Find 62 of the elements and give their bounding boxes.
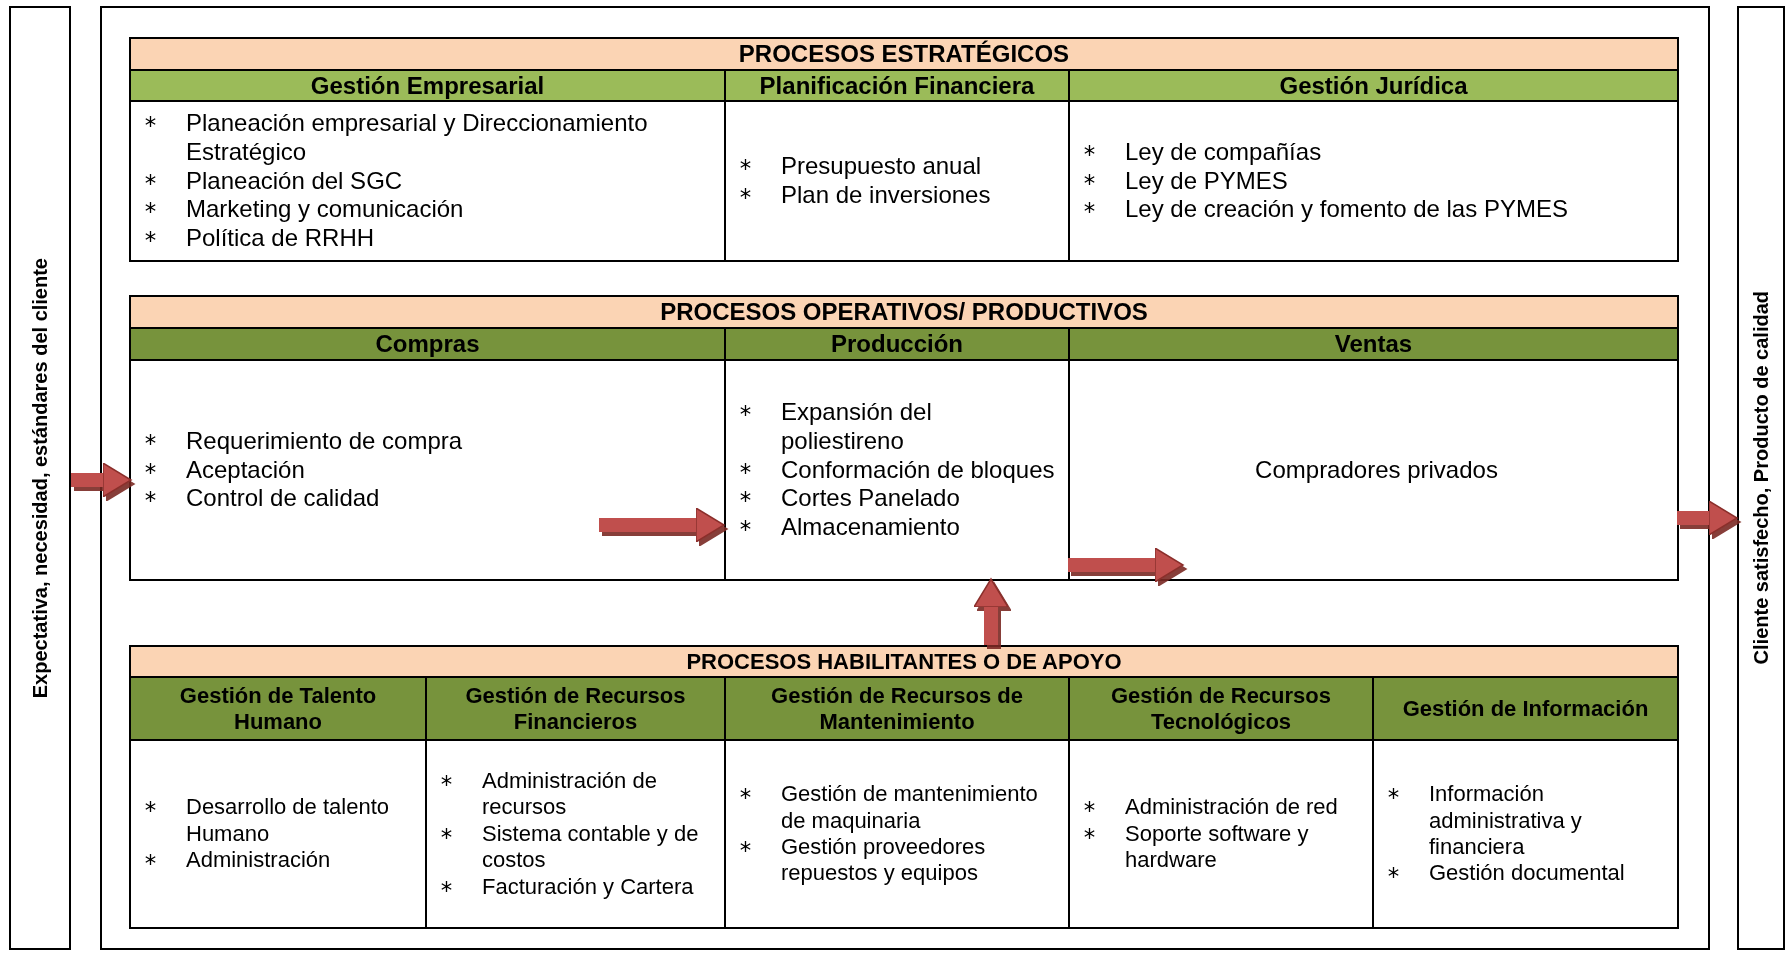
list-item: Información administrativa y financiera (1429, 781, 1583, 861)
list-item: Desarrollo de talento Humano (186, 794, 390, 848)
process-table (129, 295, 1679, 581)
list-item: Aceptación (186, 455, 306, 485)
column-header: Gestión de Recursos Financieros (427, 678, 724, 741)
process-column (1068, 71, 1677, 260)
list-item: Ley de PYMES (1125, 166, 1289, 196)
process-table (129, 645, 1679, 929)
list-item: Facturación y Cartera (482, 873, 695, 900)
process-column (724, 329, 1068, 579)
list-item: Planeación empresarial y Direccionamiento Estratégico (186, 109, 649, 167)
process-column (1068, 329, 1677, 579)
band-label: Expectativa, necesidad, estándares del cliente (28, 257, 52, 699)
column-header: Ventas (1070, 329, 1677, 361)
list-item: Requerimiento de compra (186, 426, 464, 456)
list-item: Gestión documental (1429, 860, 1626, 887)
block-arrow (599, 507, 725, 543)
column-header: Gestión de Talento Humano (131, 678, 425, 741)
process-column (724, 71, 1068, 260)
process-column (425, 678, 724, 927)
list-item: Administración de recursos (482, 768, 658, 821)
list-item: Ley de compañías (1125, 137, 1323, 167)
list-item: Administración de red (1125, 794, 1339, 821)
list-item: Cortes Panelado (781, 484, 961, 514)
column-header: Gestión de Información (1374, 678, 1677, 741)
list-item: Administración (186, 847, 332, 874)
list-item: Presupuesto anual (781, 152, 983, 181)
table-title: PROCESOS OPERATIVOS/ PRODUCTIVOS (131, 297, 1677, 329)
list-item: Soporte software y hardware (1125, 820, 1310, 874)
list-item: Expansión del poliestireno (781, 398, 933, 456)
column-header: Gestión Empresarial (131, 71, 724, 102)
process-column (1068, 678, 1372, 927)
block-arrow (1068, 547, 1184, 583)
list-item: Marketing y comunicación (186, 195, 465, 225)
block-arrow (71, 462, 132, 498)
band-label: Cliente satisfecho, Producto de calidad (1749, 291, 1773, 665)
list-item: Gestión de mantenimiento de maquinaria (781, 781, 1039, 834)
list-item: Plan de inversiones (781, 181, 992, 210)
process-column (724, 678, 1068, 927)
list-item: Conformación de bloques (781, 455, 1056, 485)
table-title: PROCESOS HABILITANTES O DE APOYO (131, 647, 1677, 678)
column-header: Planificación Financiera (726, 71, 1068, 102)
list-item: Planeación del SGC (186, 166, 404, 196)
block-arrow (1677, 500, 1738, 536)
side-band (9, 6, 71, 950)
side-band (1737, 6, 1785, 950)
column-header: Gestión Jurídica (1070, 71, 1677, 102)
list-item: Almacenamiento (781, 513, 961, 542)
column-header: Compras (131, 329, 724, 361)
list-item: Política de RRHH (186, 224, 376, 253)
process-table (129, 37, 1679, 262)
column-header: Producción (726, 329, 1068, 361)
list-item: Ley de creación y fomento de las PYMES (1125, 195, 1569, 225)
column-header: Gestión de Recursos de Mantenimiento (726, 678, 1068, 741)
list-item: Compradores privados (1255, 455, 1498, 485)
list-item: Sistema contable y de costos (482, 820, 700, 874)
list-item: Control de calidad (186, 484, 381, 514)
block-arrow (973, 578, 1009, 645)
table-title: PROCESOS ESTRATÉGICOS (131, 39, 1677, 71)
column-header: Gestión de Recursos Tecnológicos (1070, 678, 1372, 741)
list-item: Gestión proveedores repuestos y equipos (781, 834, 987, 887)
process-column (1372, 678, 1677, 927)
